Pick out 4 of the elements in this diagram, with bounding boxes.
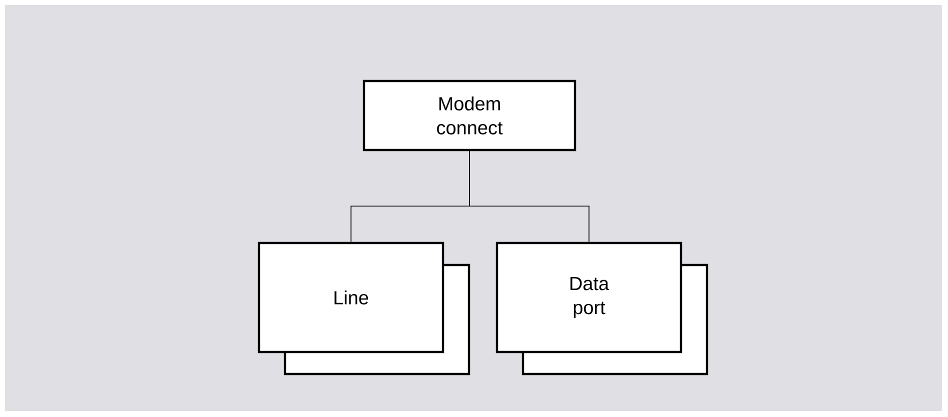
stacked-box: Data port (496, 242, 708, 376)
process-box: Modem connect (362, 80, 576, 152)
connector-line (469, 150, 590, 242)
stacked-box: Line (258, 242, 470, 376)
